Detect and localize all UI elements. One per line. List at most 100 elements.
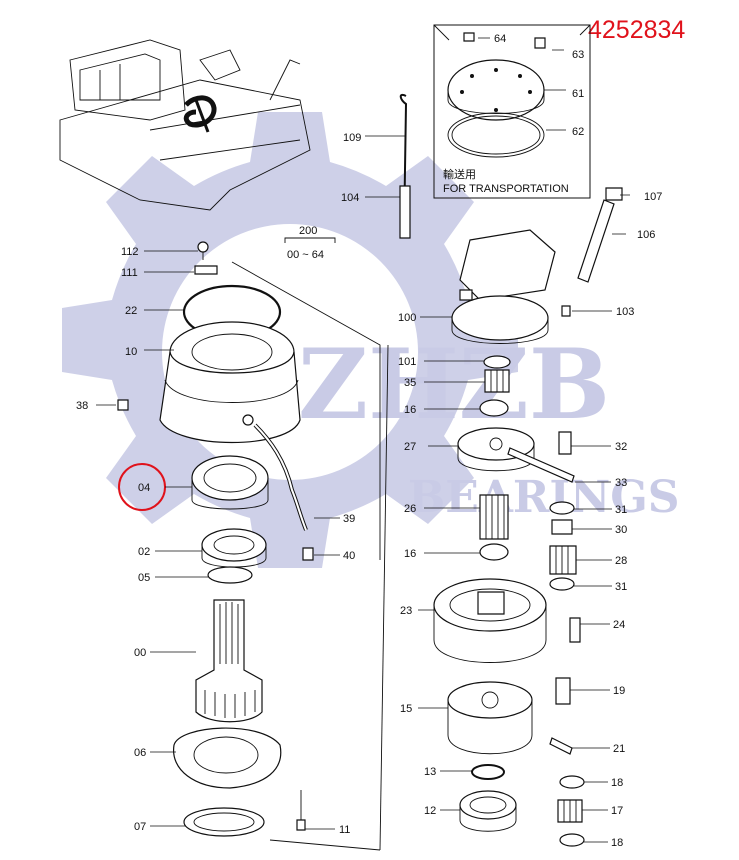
part-06-flange bbox=[173, 727, 282, 789]
part-19-pin bbox=[555, 677, 571, 705]
part-15-carrier bbox=[447, 681, 533, 755]
part-26-gear bbox=[479, 494, 509, 540]
label-107: 107 bbox=[644, 191, 662, 203]
label-40: 40 bbox=[343, 550, 355, 562]
label-111: 111 bbox=[121, 267, 138, 279]
part-24-bolt bbox=[569, 617, 581, 643]
part-112-bolt bbox=[197, 241, 209, 260]
part-104-tube bbox=[399, 185, 411, 239]
label-106: 106 bbox=[637, 229, 655, 241]
label-27: 27 bbox=[404, 441, 416, 453]
label-33: 33 bbox=[615, 477, 627, 489]
label-06: 06 bbox=[134, 747, 146, 759]
label-19: 19 bbox=[613, 685, 625, 697]
range-bottom: 00 ~ 64 bbox=[287, 249, 324, 261]
label-11: 11 bbox=[339, 824, 350, 836]
part-40-fitting bbox=[302, 547, 314, 561]
label-18a: 18 bbox=[611, 777, 623, 789]
part-31a-washer bbox=[549, 501, 575, 515]
label-35: 35 bbox=[404, 377, 416, 389]
label-21: 21 bbox=[613, 743, 625, 755]
label-00: 00 bbox=[134, 647, 146, 659]
label-12: 12 bbox=[424, 805, 436, 817]
label-101: 101 bbox=[398, 356, 416, 368]
part-00-shaft bbox=[195, 599, 263, 723]
watermark-brand: ZHZB bbox=[298, 328, 610, 441]
part-18a-washer bbox=[559, 775, 585, 789]
part-11-bolt bbox=[296, 790, 306, 831]
label-18b: 18 bbox=[611, 837, 623, 849]
label-103: 103 bbox=[616, 306, 634, 318]
part-18b-washer bbox=[559, 833, 585, 847]
label-62: 62 bbox=[572, 126, 584, 138]
label-31a: 31 bbox=[615, 504, 627, 516]
transport-inset: 輸送用 FOR TRANSPORTATION bbox=[433, 24, 591, 199]
part-111-plate bbox=[194, 265, 218, 275]
part-28-gear bbox=[549, 545, 577, 575]
label-16b: 16 bbox=[404, 548, 416, 560]
label-04: 04 bbox=[138, 482, 150, 494]
part-38-plug bbox=[117, 399, 129, 411]
range-top: 200 bbox=[299, 225, 317, 237]
label-30: 30 bbox=[615, 524, 627, 536]
part-07-seal bbox=[183, 807, 265, 837]
part-13-snap-ring bbox=[471, 764, 505, 780]
leader-lines bbox=[96, 37, 630, 843]
label-22: 22 bbox=[125, 305, 137, 317]
label-10: 10 bbox=[125, 346, 137, 358]
label-100: 100 bbox=[398, 312, 416, 324]
label-112: 112 bbox=[121, 246, 139, 258]
label-07: 07 bbox=[134, 821, 146, 833]
guide-line bbox=[269, 839, 381, 851]
label-63: 63 bbox=[572, 49, 584, 61]
reference-number: 4252834 bbox=[588, 16, 685, 44]
label-28: 28 bbox=[615, 555, 627, 567]
label-17: 17 bbox=[611, 805, 623, 817]
part-31b-washer bbox=[549, 577, 575, 591]
label-39: 39 bbox=[343, 513, 355, 525]
part-23-ring-gear bbox=[433, 578, 547, 663]
label-05: 05 bbox=[138, 572, 150, 584]
label-24: 24 bbox=[613, 619, 625, 631]
part-109-dipstick bbox=[399, 94, 408, 236]
part-35-gear bbox=[484, 369, 510, 393]
guide-line bbox=[231, 261, 381, 560]
part-02-ring bbox=[201, 528, 267, 568]
inset-note-english: FOR TRANSPORTATION bbox=[443, 183, 569, 195]
part-16b-washer bbox=[479, 543, 509, 561]
guide-line bbox=[379, 344, 389, 851]
label-104: 104 bbox=[341, 192, 359, 204]
label-109: 109 bbox=[343, 132, 361, 144]
part-101-ring bbox=[483, 355, 511, 369]
excavator-sketch bbox=[59, 39, 311, 211]
label-32: 32 bbox=[615, 441, 627, 453]
part-32-pin bbox=[558, 431, 572, 455]
part-30-bearing bbox=[551, 519, 573, 535]
part-100-motor bbox=[451, 229, 556, 344]
part-12-bearing bbox=[459, 790, 517, 832]
label-16a: 16 bbox=[404, 404, 416, 416]
label-31b: 31 bbox=[615, 581, 627, 593]
part-27-carrier bbox=[457, 427, 535, 472]
part-05-seal bbox=[207, 566, 253, 584]
part-106-pipe bbox=[577, 199, 615, 283]
part-17-gear bbox=[557, 799, 583, 823]
part-103-bolt bbox=[561, 305, 571, 317]
label-15: 15 bbox=[400, 703, 412, 715]
part-21-pin bbox=[549, 737, 573, 755]
part-33-shaft bbox=[507, 447, 575, 483]
part-39-pipe bbox=[253, 423, 308, 531]
label-61: 61 bbox=[572, 88, 584, 100]
label-64: 64 bbox=[494, 33, 506, 45]
range-bracket: 200 00 ~ 64 bbox=[284, 225, 336, 261]
part-10-housing bbox=[159, 321, 301, 444]
part-16a-washer bbox=[479, 399, 509, 417]
inset-note-japanese: 輸送用 bbox=[443, 167, 476, 181]
label-13: 13 bbox=[424, 766, 436, 778]
label-38: 38 bbox=[76, 400, 88, 412]
label-02: 02 bbox=[138, 546, 150, 558]
label-23: 23 bbox=[400, 605, 412, 617]
label-26: 26 bbox=[404, 503, 416, 515]
part-107-plug bbox=[605, 187, 623, 201]
